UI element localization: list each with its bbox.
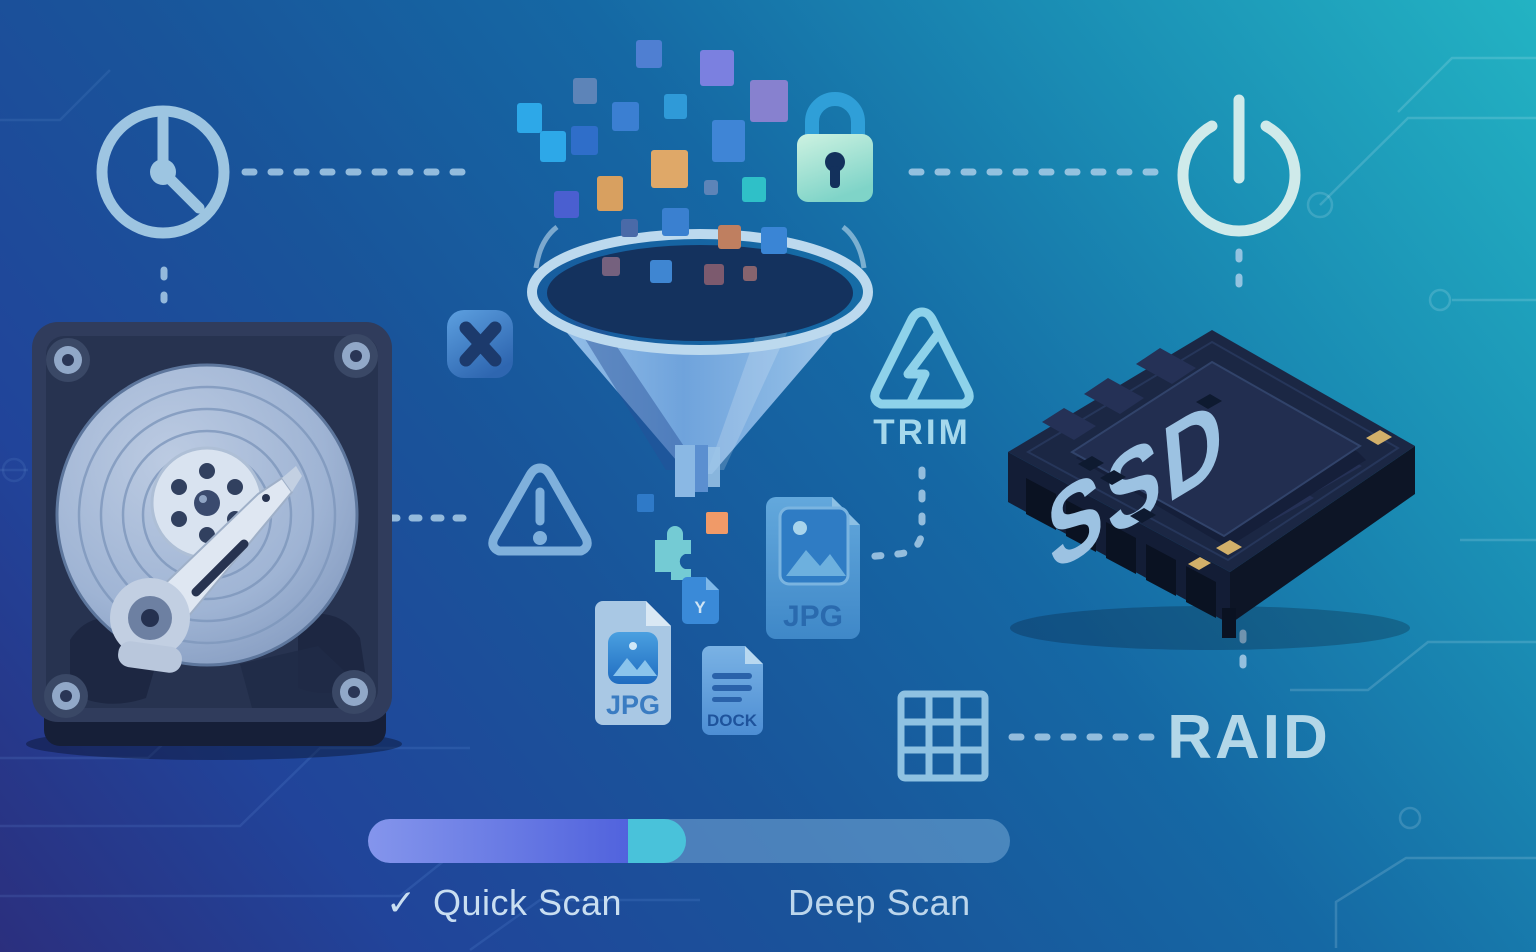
data-block (573, 78, 597, 104)
trim-label: TRIM (873, 413, 971, 452)
check-icon: ✓ (386, 882, 417, 923)
data-block (651, 150, 688, 188)
y-file-label: Y (694, 598, 706, 617)
jpg-file-right-label: JPG (783, 600, 843, 633)
y-file: Y (682, 577, 719, 624)
data-block (700, 50, 734, 86)
jpg-file-right: JPG (766, 497, 860, 639)
deep-scan-label[interactable]: Deep Scan (788, 882, 971, 923)
data-block (540, 131, 566, 162)
data-block (761, 227, 787, 254)
raid-label: RAID (1167, 703, 1331, 772)
progress-marker (628, 819, 686, 863)
data-block (704, 180, 718, 195)
x-icon (447, 310, 513, 378)
jpg-file-left: JPG (595, 601, 671, 725)
ssd-icon: SSD (1008, 330, 1415, 650)
jpg-file-left-label: JPG (606, 690, 660, 720)
data-block (664, 94, 687, 119)
data-block (621, 219, 638, 237)
data-block (718, 225, 741, 249)
data-block (742, 177, 766, 202)
data-block (517, 103, 542, 133)
clock-icon (96, 105, 230, 239)
falling-data-blocks (517, 40, 788, 285)
grid-icon (897, 690, 989, 782)
puzzle-icon (655, 526, 691, 580)
data-block (597, 176, 623, 211)
data-block (571, 126, 598, 155)
data-block (662, 208, 689, 236)
padlock-icon (797, 92, 873, 202)
power-icon (1177, 94, 1301, 237)
dotted-connectors (160, 168, 1247, 741)
connector-trim-to-jpg (862, 466, 926, 561)
hdd-actuator-arm (110, 466, 302, 673)
data-block (750, 80, 788, 122)
quick-scan-label[interactable]: Quick Scan (433, 882, 623, 923)
hdd-screws (44, 334, 378, 718)
data-block (712, 120, 745, 162)
hdd-icon (26, 322, 402, 760)
warning-icon (488, 463, 592, 556)
data-block (554, 191, 579, 218)
trim-warning-icon (870, 307, 974, 409)
data-block (650, 260, 672, 283)
data-block (612, 102, 639, 131)
data-block (704, 264, 724, 285)
scan-progress-bar[interactable] (368, 819, 1010, 863)
dock-file: DOCK (702, 646, 763, 735)
data-block (636, 40, 662, 68)
dock-file-label: DOCK (707, 711, 758, 730)
data-block (743, 266, 757, 281)
recovered-fragments (637, 494, 728, 580)
funnel-icon (527, 225, 873, 497)
progress-fill (368, 819, 628, 863)
data-block (602, 257, 620, 276)
